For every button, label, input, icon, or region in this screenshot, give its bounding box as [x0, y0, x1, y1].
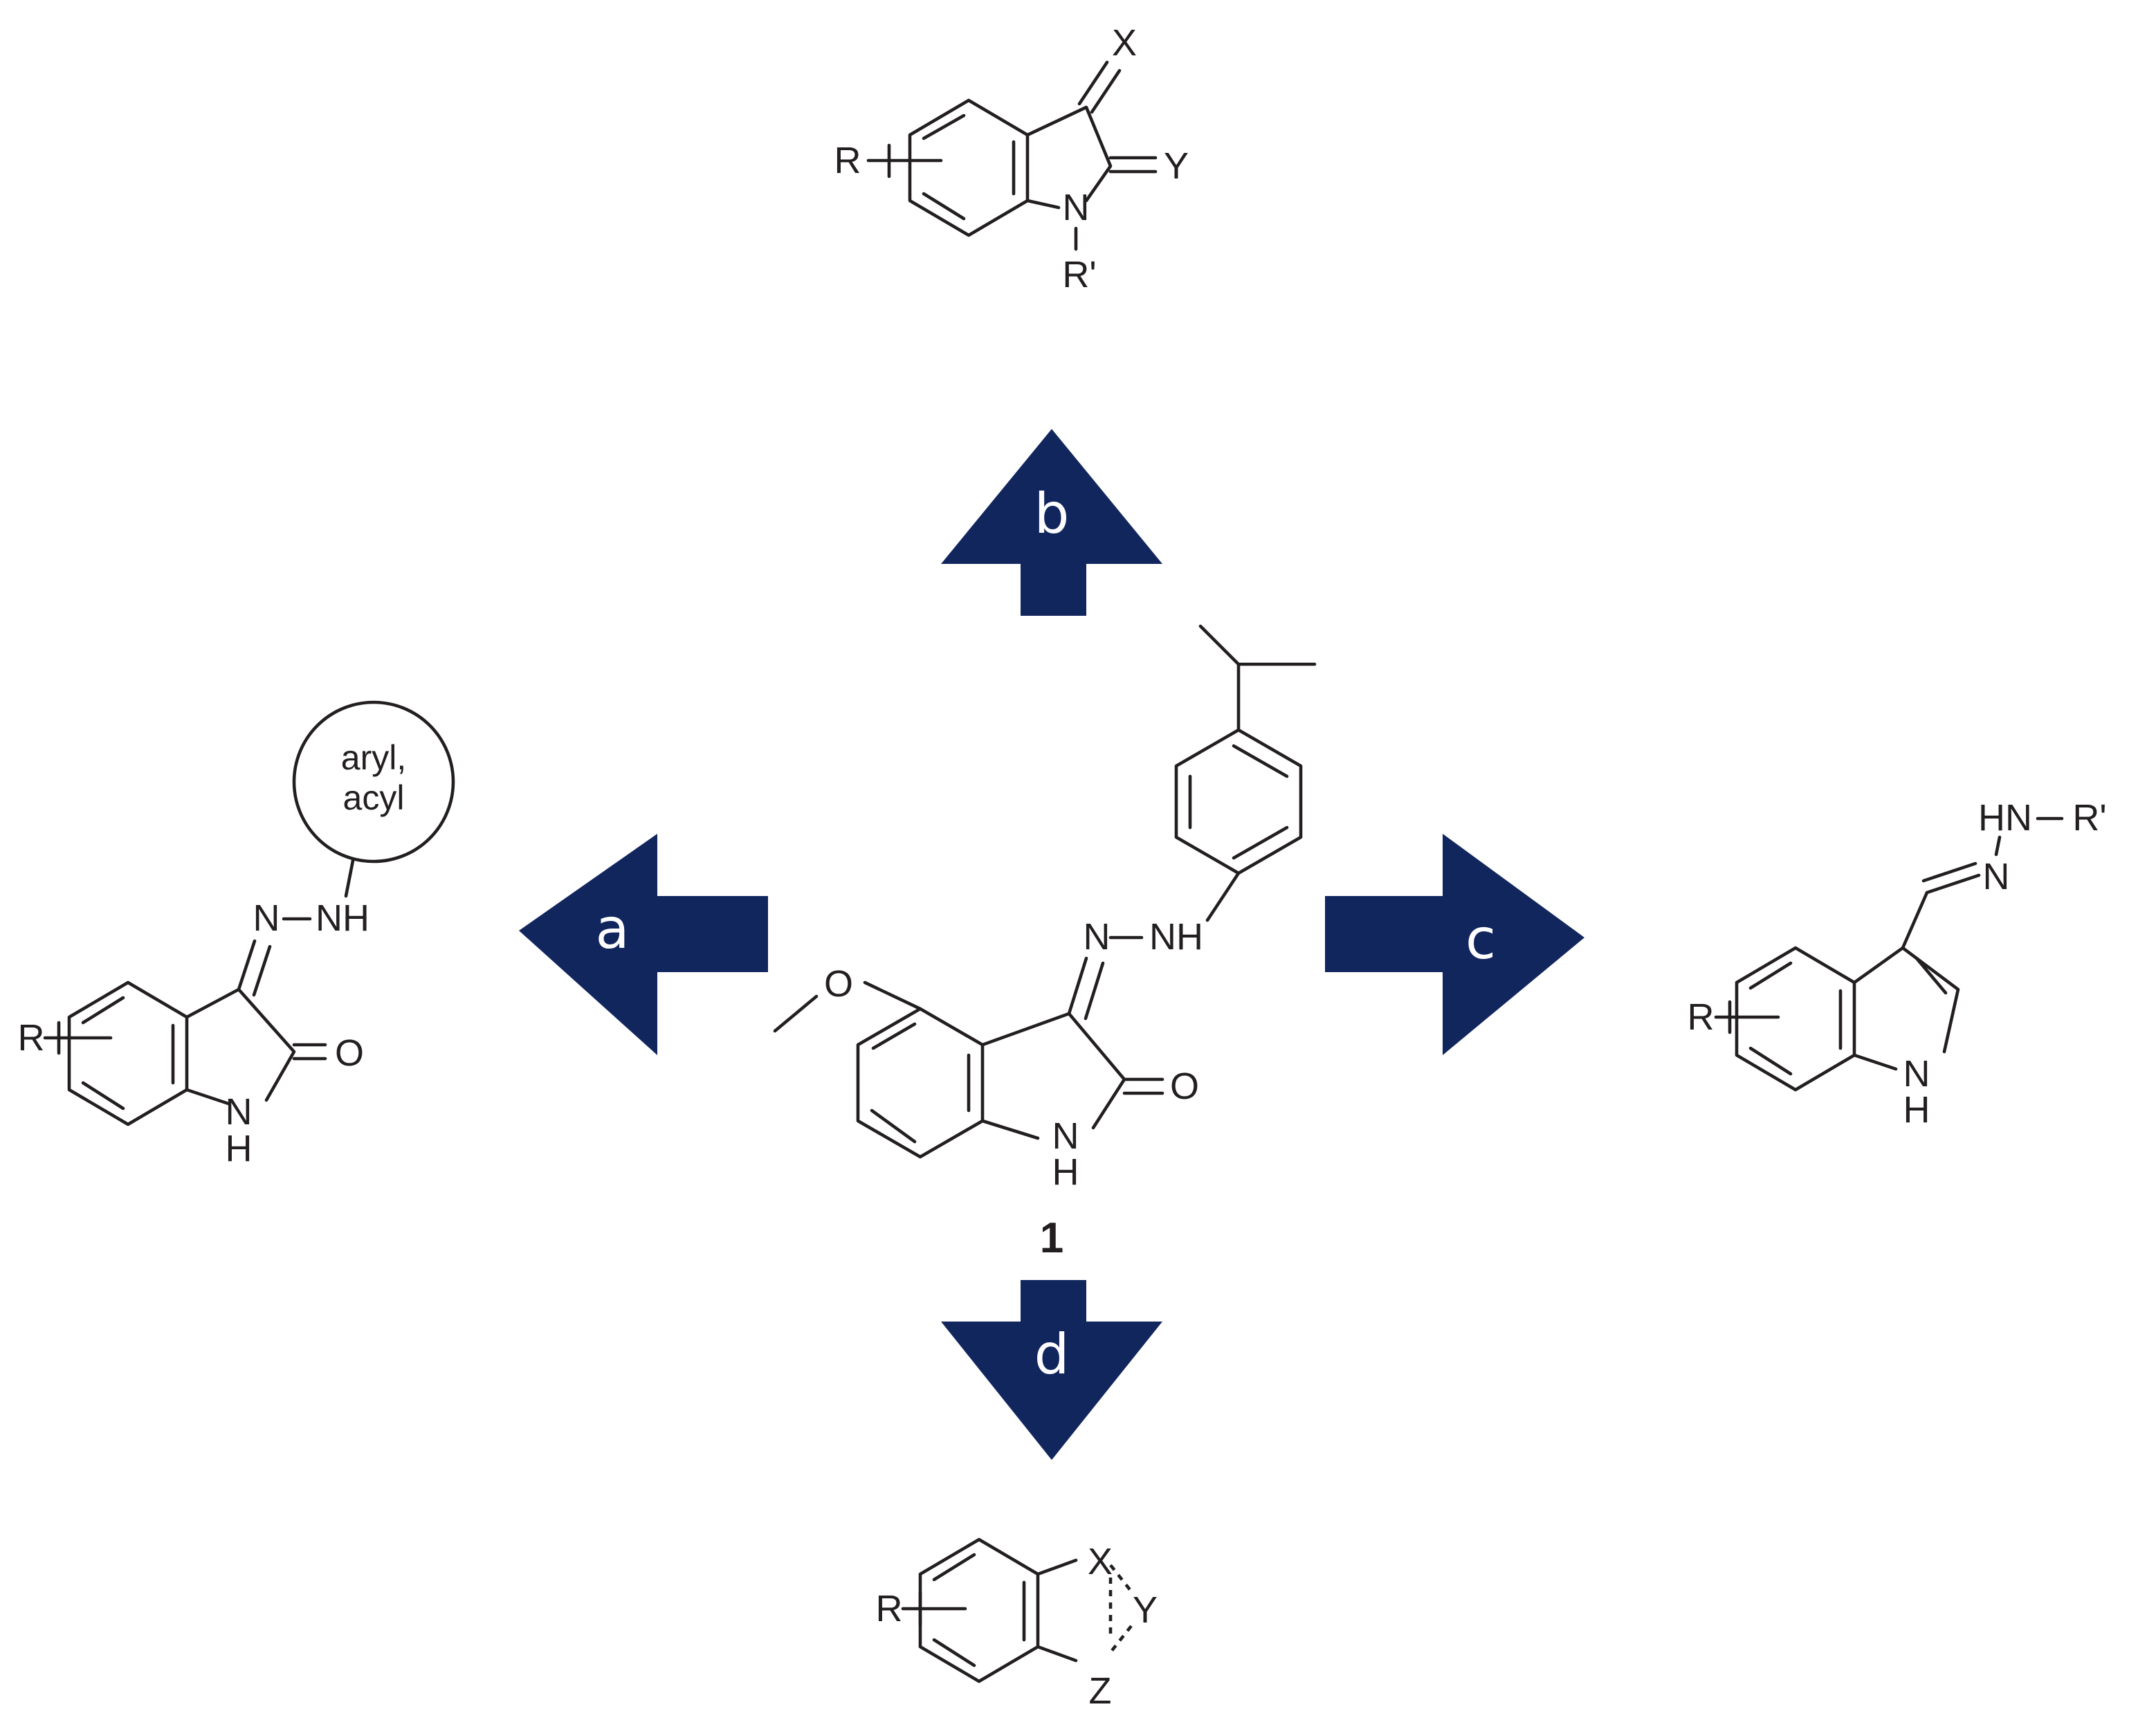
arrow-d-label: d: [1034, 1322, 1070, 1387]
center-n-ring: N: [1052, 1115, 1079, 1157]
arrow-d: d: [941, 1280, 1162, 1460]
arrow-b-shape: [941, 429, 1162, 616]
compound-number: 1: [1040, 1214, 1063, 1262]
top-n: N: [1063, 187, 1090, 228]
top-x: X: [1112, 22, 1137, 64]
left-h-ring: H: [226, 1128, 253, 1169]
top-r-prime: R': [1062, 254, 1096, 295]
left-o: O: [335, 1032, 364, 1074]
center-h-ring: H: [1052, 1151, 1079, 1193]
left-n-imine: N: [253, 897, 280, 939]
arrow-b: b: [941, 429, 1162, 616]
bottom-z: Z: [1089, 1670, 1112, 1712]
right-h-ring: H: [1903, 1089, 1930, 1131]
right-r: R: [1688, 996, 1715, 1038]
top-molecule: R X Y N R': [834, 22, 1189, 295]
top-y: Y: [1164, 145, 1189, 187]
bottom-r: R: [876, 1588, 903, 1629]
right-n: N: [1983, 856, 2010, 897]
left-r: R: [18, 1017, 45, 1059]
arrow-a: a: [519, 834, 768, 1055]
center-n-imine: N: [1084, 916, 1111, 958]
right-r-prime: R': [2072, 797, 2106, 839]
arrow-a-label: a: [595, 897, 629, 961]
arrow-c-shape: [1325, 834, 1584, 1055]
center-o-carbonyl: O: [1170, 1066, 1199, 1107]
arrow-d-shape: [941, 1280, 1162, 1460]
bottom-x: X: [1088, 1541, 1113, 1582]
top-r: R: [834, 140, 861, 181]
left-n-ring: N: [226, 1091, 253, 1133]
arrow-a-shape: [519, 834, 768, 1055]
arrow-c-label: c: [1465, 907, 1496, 971]
circle-text-acyl: acyl: [343, 778, 405, 817]
right-hn: HN: [1978, 797, 2032, 839]
right-molecule: HN R' N R N H: [1688, 797, 2107, 1131]
left-nh-link: NH: [316, 897, 369, 939]
circle-text-aryl: aryl,: [341, 738, 406, 777]
left-molecule: aryl, acyl NH N O R N H: [18, 700, 455, 1169]
right-n-ring: N: [1903, 1053, 1930, 1095]
bottom-y: Y: [1133, 1589, 1158, 1631]
center-o-methoxy: O: [824, 963, 853, 1005]
bottom-molecule: R X Y Z: [876, 1537, 1158, 1712]
center-molecule: NH N O N H O 1: [773, 624, 1317, 1262]
center-nh-link: NH: [1149, 916, 1203, 958]
arrow-b-label: b: [1034, 482, 1070, 546]
arrow-c: c: [1325, 834, 1584, 1055]
